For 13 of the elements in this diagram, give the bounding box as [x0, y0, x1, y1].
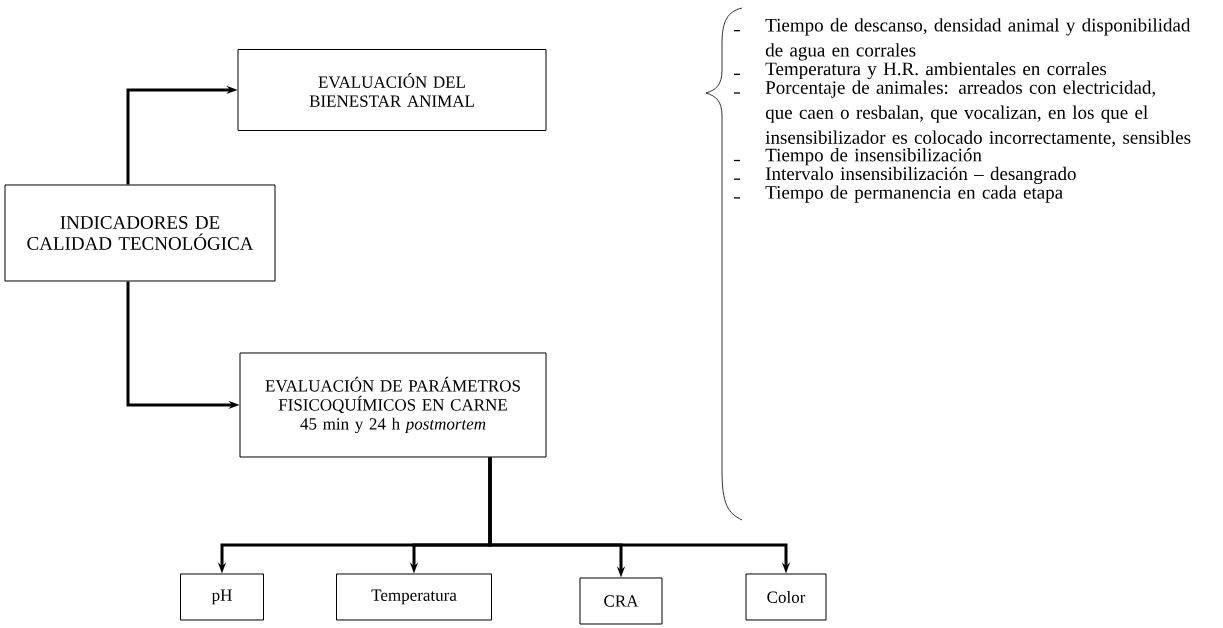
list-item: Porcentaje de animales: arreados con electricidad, que caen o resbalan, que vocalizan, en los que el insensibilizador es colocado incorrectamente, sensibles [765, 80, 1191, 147]
list-item: Tiempo de permanencia en cada etapa [765, 185, 1063, 203]
process-box: EVALUACIÓN DE PARÁMETROS FISICOQUÍMICOS EN CARNE 45 min y 24 h postmortem [239, 352, 547, 458]
list-item: Intervalo insensibilización – desangrado [765, 166, 1076, 185]
list-item: Tiempo de insensibilización [765, 148, 982, 166]
process-box: Temperatura [336, 573, 492, 621]
process-box: CRA [579, 577, 663, 625]
list-item: Temperatura y H.R. ambientales en corrales [765, 61, 1107, 80]
process-box: EVALUACIÓN DEL BIENESTAR ANIMAL [237, 49, 547, 131]
process-box: pH [180, 573, 264, 621]
list-item: Tiempo de descanso, densidad animal y disponibilidad de agua en corrales [765, 18, 1191, 61]
process-box: Color [745, 573, 827, 621]
process-box: INDICADORES DE CALIDAD TECNOLÓGICA [4, 184, 276, 282]
